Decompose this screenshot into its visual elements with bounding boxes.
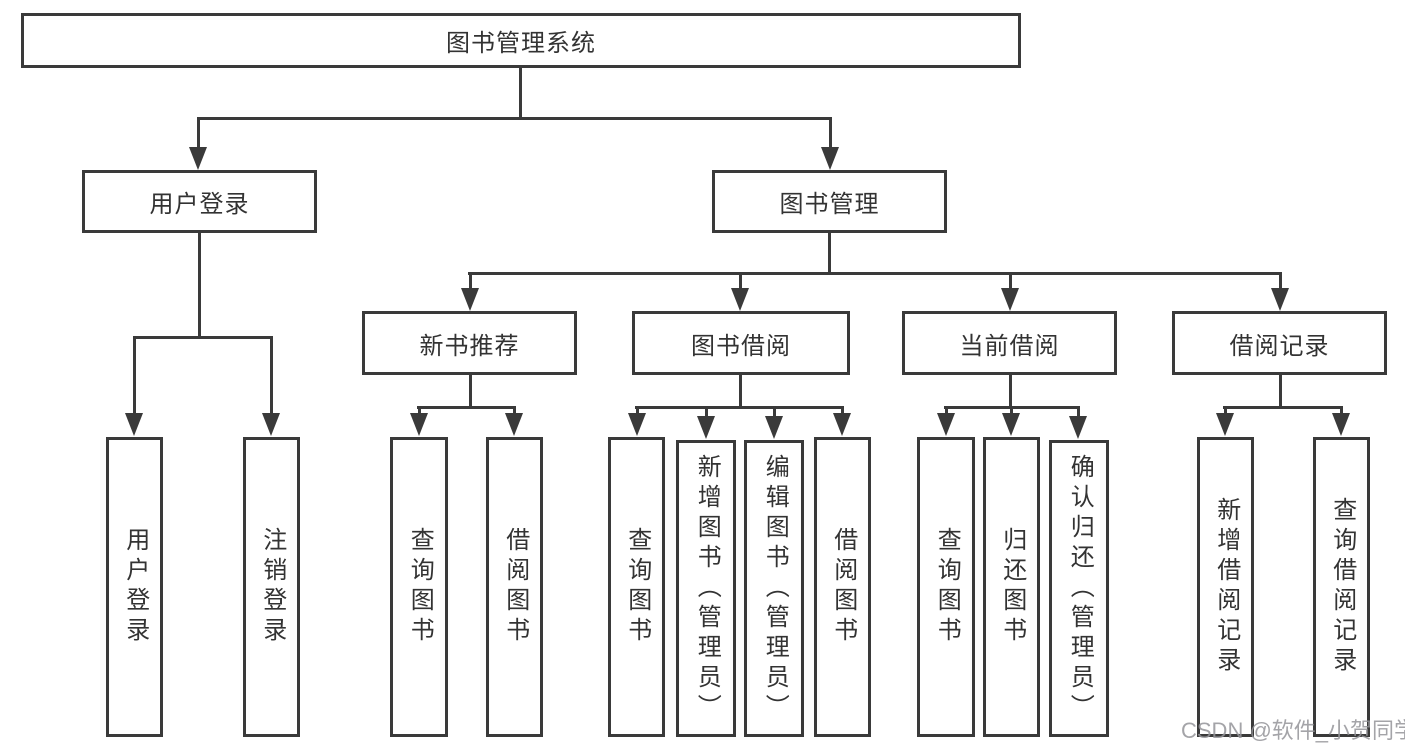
connector-line <box>945 406 948 416</box>
connector-line <box>829 117 832 149</box>
node-leaf-cb-query-label: 查询图书 <box>933 527 961 647</box>
connector-line <box>1009 375 1012 408</box>
arrowhead-icon <box>1002 413 1020 436</box>
node-book-mgmt-label: 图书管理 <box>779 191 880 218</box>
connector-line <box>1279 272 1282 290</box>
connector-line <box>635 406 844 409</box>
node-leaf-bb-borrow-label: 借阅图书 <box>829 527 857 647</box>
node-leaf-user-login-label: 用户登录 <box>121 527 149 647</box>
node-leaf-logout-label: 注销登录 <box>258 527 286 647</box>
arrowhead-icon <box>628 413 646 436</box>
arrowhead-icon <box>505 413 523 436</box>
node-borrow-record: 借阅记录 <box>1172 311 1387 375</box>
connector-line <box>1009 272 1012 290</box>
arrowhead-icon <box>821 147 839 170</box>
node-borrow-record-label: 借阅记录 <box>1229 332 1330 360</box>
connector-line <box>418 406 421 416</box>
arrowhead-icon <box>1271 288 1289 311</box>
node-leaf-br-add-label: 新增借阅记录 <box>1212 497 1240 677</box>
node-book-borrow: 图书借阅 <box>632 311 850 375</box>
node-leaf-cb-return: 归还图书 <box>983 437 1040 737</box>
connector-line <box>469 375 472 408</box>
node-leaf-nb-query: 查询图书 <box>390 437 448 737</box>
arrowhead-icon <box>262 413 280 436</box>
connector-line <box>133 336 136 414</box>
connector-line <box>198 233 201 337</box>
node-leaf-cb-confirm: 确认归还（管理员） <box>1049 440 1109 737</box>
arrowhead-icon <box>731 288 749 311</box>
node-book-borrow-label: 图书借阅 <box>691 332 791 360</box>
node-leaf-bb-add-label: 新增图书（管理员） <box>693 453 721 724</box>
node-book-mgmt: 图书管理 <box>712 170 947 233</box>
node-leaf-br-add: 新增借阅记录 <box>1197 437 1254 737</box>
node-root: 图书管理系统 <box>21 13 1021 68</box>
connector-line <box>468 272 1282 275</box>
connector-line <box>1077 406 1080 418</box>
node-leaf-bb-add: 新增图书（管理员） <box>676 440 736 737</box>
node-leaf-bb-edit-label: 编辑图书（管理员） <box>761 453 789 724</box>
connector-line <box>1010 406 1013 416</box>
arrowhead-icon <box>697 416 715 439</box>
arrowhead-icon <box>1001 288 1019 311</box>
node-leaf-logout: 注销登录 <box>243 437 300 737</box>
connector-line <box>417 406 516 409</box>
arrowhead-icon <box>937 413 955 436</box>
node-new-book-rec-label: 新书推荐 <box>419 332 520 360</box>
arrowhead-icon <box>1216 413 1234 436</box>
connector-line <box>1279 375 1282 408</box>
arrowhead-icon <box>1332 413 1350 436</box>
node-leaf-br-query-label: 查询借阅记录 <box>1328 497 1356 677</box>
node-leaf-nb-borrow: 借阅图书 <box>486 437 543 737</box>
node-current-borrow-label: 当前借阅 <box>959 332 1060 360</box>
connector-line <box>197 117 200 149</box>
connector-line <box>513 406 516 416</box>
connector-line <box>739 272 742 290</box>
connector-line <box>841 406 844 416</box>
node-new-book-rec: 新书推荐 <box>362 311 577 375</box>
connector-line <box>773 406 776 418</box>
arrowhead-icon <box>189 147 207 170</box>
arrowhead-icon <box>1069 416 1087 439</box>
watermark-text: CSDN @软件_小贺同学 <box>1181 718 1405 743</box>
node-leaf-bb-query-label: 查询图书 <box>623 527 651 647</box>
connector-line <box>270 336 273 414</box>
node-leaf-bb-query: 查询图书 <box>608 437 665 737</box>
node-leaf-bb-edit: 编辑图书（管理员） <box>744 440 804 737</box>
arrowhead-icon <box>410 413 428 436</box>
arrowhead-icon <box>461 288 479 311</box>
connector-line <box>1223 406 1343 409</box>
node-leaf-cb-confirm-label: 确认归还（管理员） <box>1066 453 1094 724</box>
connector-line <box>739 375 742 408</box>
connector-line <box>469 272 472 290</box>
node-leaf-nb-borrow-label: 借阅图书 <box>501 527 529 647</box>
node-leaf-cb-return-label: 归还图书 <box>998 527 1026 647</box>
connector-line <box>705 406 708 418</box>
arrowhead-icon <box>765 416 783 439</box>
node-leaf-cb-query: 查询图书 <box>917 437 975 737</box>
connector-line <box>636 406 639 416</box>
arrowhead-icon <box>125 413 143 436</box>
connector-line <box>133 336 273 339</box>
connector-line <box>519 68 522 118</box>
node-leaf-bb-borrow: 借阅图书 <box>814 437 871 737</box>
connector-line <box>197 117 832 120</box>
arrowhead-icon <box>833 413 851 436</box>
node-leaf-br-query: 查询借阅记录 <box>1313 437 1370 737</box>
node-user-login-label: 用户登录 <box>149 191 250 218</box>
node-current-borrow: 当前借阅 <box>902 311 1117 375</box>
node-user-login: 用户登录 <box>82 170 317 233</box>
node-leaf-user-login: 用户登录 <box>106 437 163 737</box>
connector-line <box>828 233 831 274</box>
node-root-label: 图书管理系统 <box>446 30 596 57</box>
connector-line <box>1340 406 1343 416</box>
connector-line <box>1224 406 1227 416</box>
node-leaf-nb-query-label: 查询图书 <box>406 527 434 647</box>
